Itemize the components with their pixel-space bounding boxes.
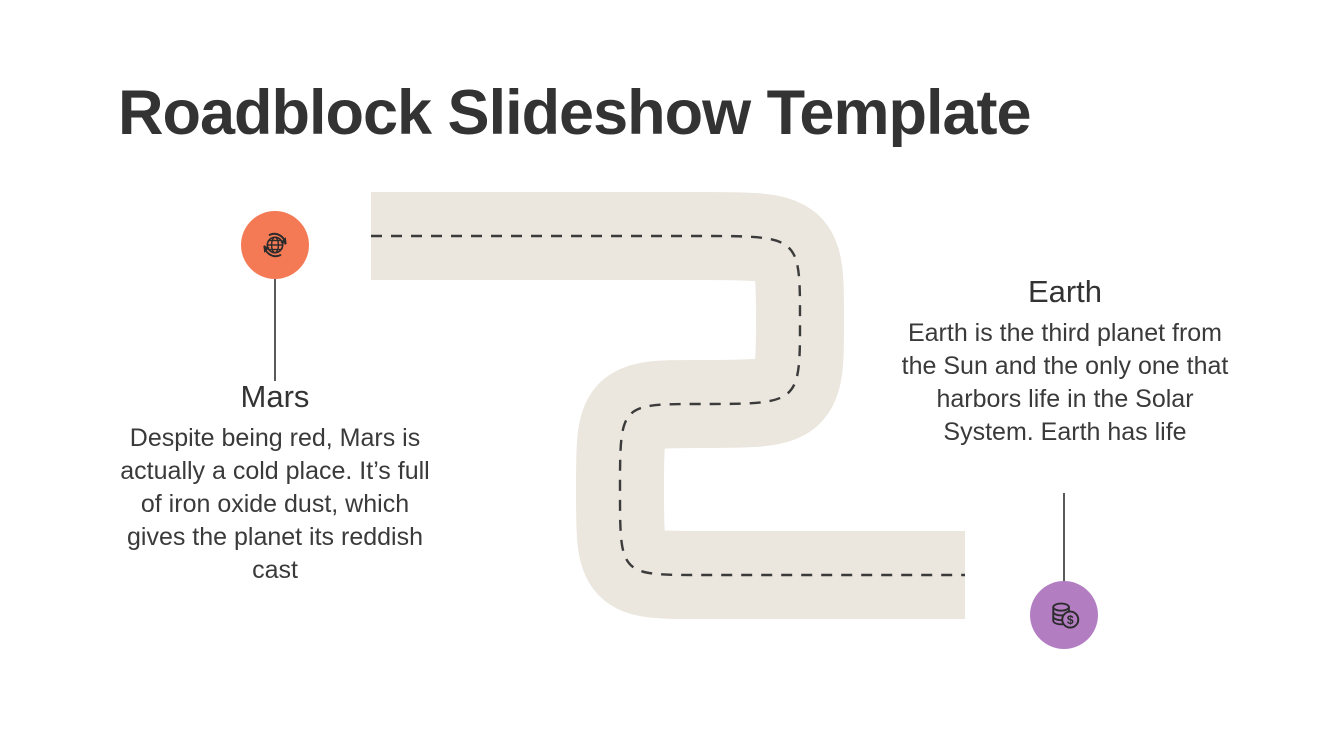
mars-marker-circle[interactable] [241, 211, 309, 279]
earth-text-block: Earth Earth is the third planet from the… [900, 274, 1230, 449]
coins-dollar-icon: $ [1052, 602, 1080, 629]
earth-heading: Earth [1027, 274, 1103, 309]
mars-text-block: Mars Despite being red, Mars is actually… [110, 379, 440, 587]
earth-body: Earth is the third planet from the Sun a… [901, 319, 1229, 447]
earth-marker-stem [1063, 493, 1065, 585]
globe-refresh-icon [263, 232, 287, 258]
mars-marker-stem [274, 278, 276, 381]
mars-body: Despite being red, Mars is actually a co… [120, 424, 430, 585]
road-surface [371, 192, 965, 619]
earth-marker-circle[interactable]: $ [1030, 581, 1098, 649]
road-center-line [371, 234, 965, 577]
page-title: Roadblock Slideshow Template [118, 78, 1032, 148]
svg-text:$: $ [1067, 613, 1074, 627]
mars-heading: Mars [240, 379, 310, 414]
